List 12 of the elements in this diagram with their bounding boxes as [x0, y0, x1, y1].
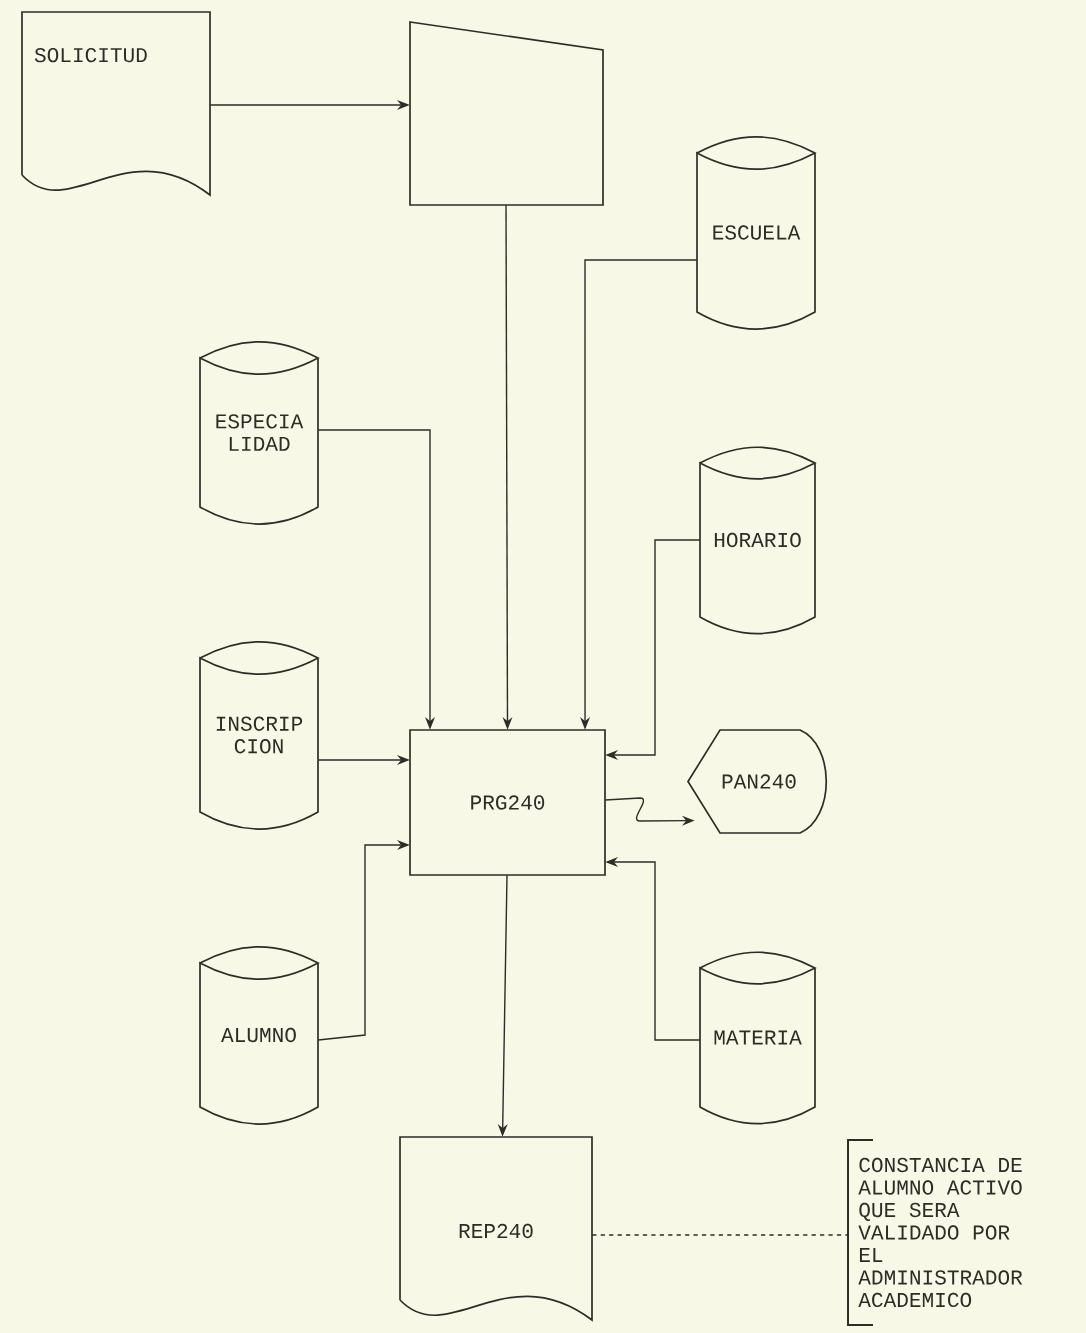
database-cylinder: MATERIA: [699, 951, 816, 1125]
manual-input-shape: [409, 21, 604, 206]
database-cylinder: ESCUELA: [696, 135, 816, 331]
database-cylinder: INSCRIP CION: [199, 640, 319, 831]
connector-line: [591, 1234, 849, 1236]
database-cylinder: ESPECIA LIDAD: [199, 340, 319, 526]
document-shape: REP240: [399, 1136, 593, 1321]
document-shape: SOLICITUD: [21, 11, 211, 196]
process-box: PRG240: [409, 729, 606, 876]
database-cylinder: ALUMNO: [199, 945, 319, 1126]
annotation-bracket: CONSTANCIA DE ALUMNO ACTIVO QUE SERA VALIDADO POR EL ADMINISTRADOR ACADEMICO: [847, 1139, 1023, 1326]
database-cylinder: HORARIO: [699, 446, 816, 635]
